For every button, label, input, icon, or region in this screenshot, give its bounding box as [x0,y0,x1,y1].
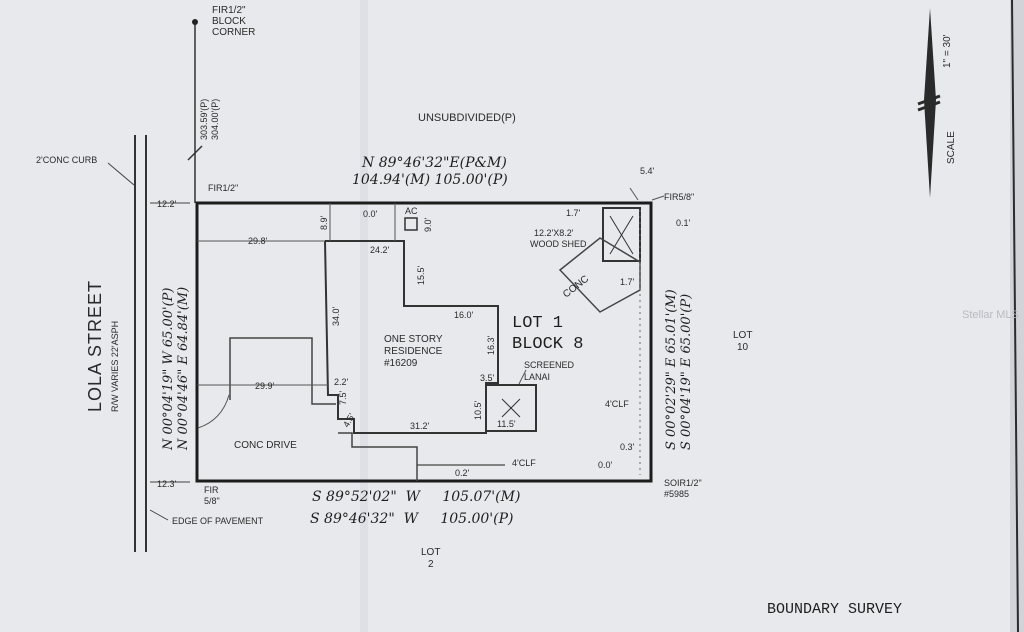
street-name: LOLA STREET [85,280,105,412]
curb-label: 2'CONC CURB [36,155,97,165]
dim-3-5: 3.5' [480,373,495,383]
fir-sw-label-2: 5/8" [204,496,220,506]
drive-edge [338,432,418,481]
clf-south-label: 4'CLF [512,458,536,468]
dim-8-9: 8.9' [319,215,329,230]
dim-sw-12-3: 12.3' [157,479,177,489]
residence-outline [324,240,499,434]
west-bearing-1: N 00°04'19" W 65.00'(P) [161,288,176,452]
dim-nw-12-2: 12.2' [157,199,177,209]
porch-outline [229,337,336,405]
scale-ratio: 1" = 30' [942,34,953,68]
lanai-label-2: LANAI [524,372,550,382]
dim-16-3: 16.3' [486,335,496,355]
break-mark [187,145,203,161]
fir-ne-label: FIR5/8" [664,192,694,202]
dim-1-7a: 1.7' [566,208,581,218]
watermark: Stellar MLS [962,309,1019,321]
scale-label: SCALE [946,131,957,164]
north-distance: 104.94'(M) 105.00'(P) [352,172,508,188]
soir-label-2: #5985 [664,489,689,499]
conc-drive-label: CONC DRIVE [234,440,297,451]
lanai-leader [518,369,527,385]
dim-2-2: 2.2' [334,377,349,387]
ac-label: AC [405,206,418,216]
south-bearing-plat: S 89°46'32" W 105.00'(P) [310,511,514,527]
dim-0-3: 0.3' [620,442,635,452]
dim-11-5: 11.5' [497,419,516,429]
lanai-outline [485,384,537,432]
street-row: R/W VARIES 22'ASPH [110,321,120,412]
lot-2-label-1: LOT [421,547,440,558]
soir-label-1: SOIR1/2" [664,478,702,488]
title: BOUNDARY SURVEY [767,601,902,618]
east-bearing-1: S 00°02'29" E 65.01'(M) [664,289,679,450]
shed-label-1: 12.2'X8.2' [534,228,574,238]
dim-5-4: 5.4' [640,166,655,176]
lanai-x-2 [501,398,521,418]
dim-24-2: 24.2' [370,245,390,255]
block-corner-label-1: FIR1/2" [212,5,246,16]
dim-0-0b: 0.0' [598,460,613,470]
fir-sw-label-1: FIR [204,485,219,495]
lot-boundary [195,201,653,483]
leader-5-4 [629,187,639,201]
dim-29-9: 29.9' [255,381,275,391]
paper-edge-line [1011,0,1019,632]
dim-34-0: 34.0' [331,306,341,326]
dim-0-1: 0.1' [676,218,691,228]
east-bearing-2: S 00°04'19" E 65.00'(P) [679,294,694,450]
south-bearing-measured: S 89°52'02" W 105.07'(M) [312,489,520,505]
dim-7-5: 7.5' [338,390,348,405]
residence-label-1: ONE STORY [384,334,443,345]
north-arrow [924,8,936,198]
block-corner-marker [192,19,198,25]
block-corner-label-2: BLOCK [212,16,246,27]
lanai-label-1: SCREENED [524,360,575,370]
dim-9-0: 9.0' [423,217,433,232]
leader-pavement [149,509,169,521]
ac-unit [404,217,418,231]
north-arrow-tick-2 [917,100,941,112]
north-arrow-tick-1 [917,94,941,106]
block-corner-label-3: CORNER [212,27,255,38]
lot-1-label: LOT 1 [512,314,563,333]
fir-nw-label: FIR1/2" [208,183,238,193]
west-bearing-2: N 00°04'46" E 64.84'(M) [176,287,191,451]
dim-15-5: 15.5' [416,265,426,285]
edge-pavement-label: EDGE OF PAVEMENT [172,516,264,526]
block-8-label: BLOCK 8 [512,335,583,354]
dim-1-7b: 1.7' [620,277,635,287]
paper-fold-shade [360,0,368,632]
leader-curb [107,162,135,186]
drive-arc [197,394,230,429]
shed-label-2: WOOD SHED [530,239,587,249]
lot-2-label-2: 2 [428,559,434,570]
distance-plat: 304.00'(P) [210,99,220,140]
dim-16-0: 16.0' [454,310,474,320]
leader-fir-ne [651,195,665,201]
dim-31-2: 31.2' [410,421,430,431]
dim-29-8: 29.8' [248,236,268,246]
north-bearing: N 89°46'32"E(P&M) [361,155,507,171]
unsubdivided-label: UNSUBDIVIDED(P) [418,112,516,124]
distance-measured: 303.59'(P) [199,99,209,140]
residence-label-2: RESIDENCE [384,346,443,357]
residence-label-3: #16209 [384,358,418,369]
dim-0-0: 0.0' [363,209,378,219]
clf-east-label: 4'CLF [605,399,629,409]
shed-x-2 [609,215,634,255]
lot-10-label-2: 10 [737,342,749,353]
lot-10-label-1: LOT [733,330,752,341]
dim-10-5: 10.5' [473,400,483,420]
dim-0-2: 0.2' [455,468,470,478]
